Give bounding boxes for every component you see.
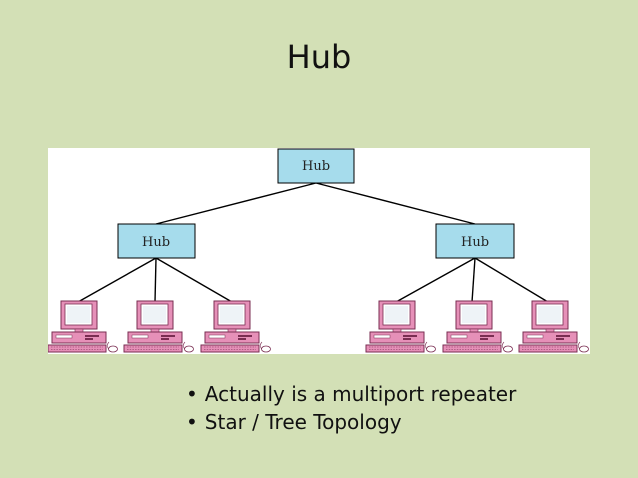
link-right-pc2 xyxy=(471,257,476,303)
link-left-pc3 xyxy=(155,257,233,303)
root-hub: Hub xyxy=(277,148,355,184)
desktop-computer-icon xyxy=(48,300,118,353)
topology-diagram: Hub Hub Hub xyxy=(48,148,590,354)
desktop-computer-icon xyxy=(200,300,271,353)
desktop-computer-icon xyxy=(442,300,513,353)
link-right-pc1 xyxy=(395,257,476,303)
bullet-item: Actually is a multiport repeater xyxy=(186,380,517,408)
link-left-pc1 xyxy=(77,257,157,303)
desktop-computer-icon xyxy=(365,300,436,353)
link-left-pc2 xyxy=(154,257,157,303)
left-hub: Hub xyxy=(117,223,196,259)
right-hub: Hub xyxy=(435,223,515,259)
topology-svg: Hub Hub Hub xyxy=(48,148,589,353)
left-hub-label: Hub xyxy=(142,235,170,250)
bullet-list: Actually is a multiport repeater Star / … xyxy=(186,380,517,436)
slide-title: Hub xyxy=(286,38,352,76)
root-hub-label: Hub xyxy=(302,159,330,174)
link-root-right xyxy=(315,182,476,225)
link-root-left xyxy=(155,182,317,225)
desktop-computer-icon xyxy=(123,300,194,353)
link-right-pc3 xyxy=(474,257,549,303)
right-hub-label: Hub xyxy=(461,235,489,250)
bullet-item: Star / Tree Topology xyxy=(186,408,516,436)
desktop-computer-icon xyxy=(518,300,589,353)
